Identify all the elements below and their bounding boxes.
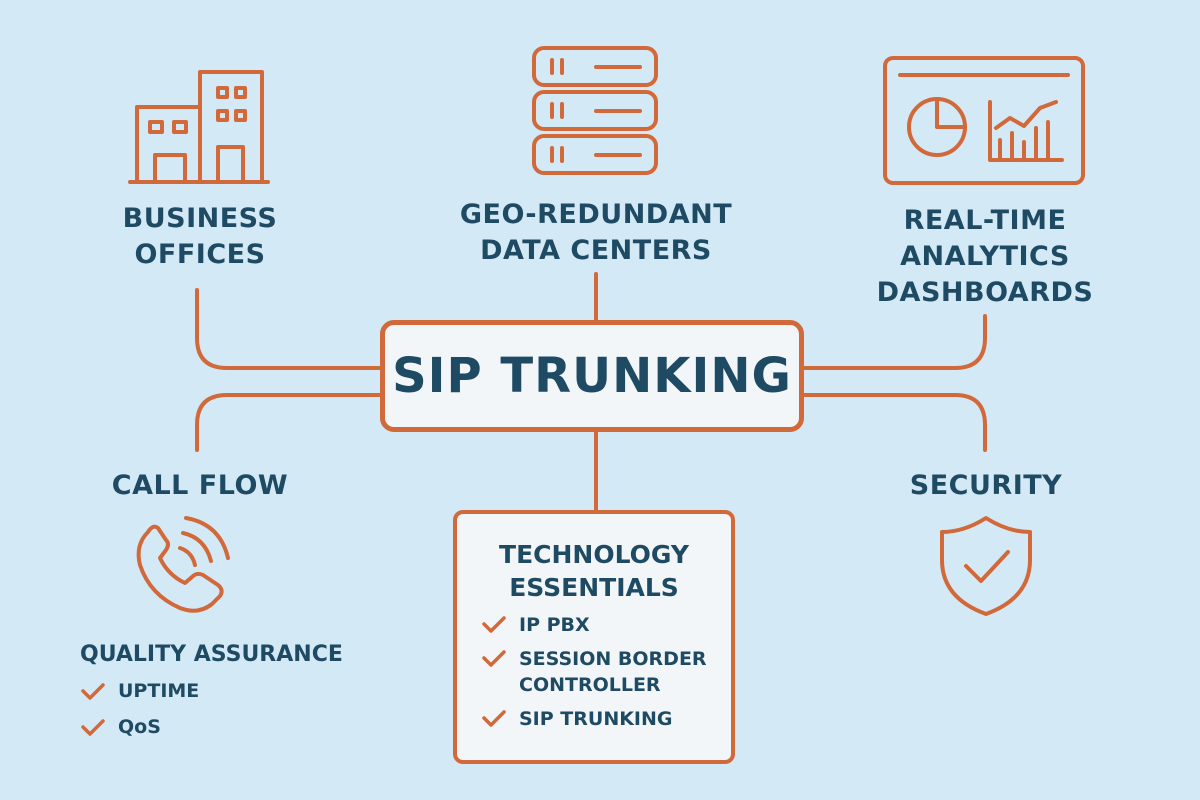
- item-text: QoS: [118, 716, 161, 738]
- business-offices-label: BUSINESS OFFICES: [100, 201, 300, 273]
- title-line: TECHNOLOGY: [499, 540, 689, 569]
- list-item: UPTIME: [80, 678, 343, 704]
- technology-essentials-title: TECHNOLOGY ESSENTIALS: [457, 538, 731, 604]
- label-line: BUSINESS: [122, 203, 278, 234]
- item-text: SIP TRUNKING: [519, 708, 673, 730]
- server-stack-icon: [532, 46, 658, 175]
- list-item: SIP TRUNKING: [481, 706, 731, 732]
- data-centers-label: GEO-REDUNDANT DATA CENTERS: [446, 197, 746, 269]
- connector-analytics: [802, 314, 987, 370]
- phone-ringing-icon: [136, 516, 230, 613]
- list-item: QoS: [80, 714, 343, 740]
- quality-assurance: QUALITY ASSURANCE UPTIME QoS: [80, 640, 343, 750]
- connector-call-flow: [195, 393, 382, 452]
- connector-security: [802, 393, 987, 452]
- technology-essentials-box: TECHNOLOGY ESSENTIALS IP PBX SESSION BOR…: [453, 510, 735, 764]
- analytics-label: REAL-TIME ANALYTICS DASHBOARDS: [870, 203, 1100, 311]
- label-line: DASHBOARDS: [876, 277, 1094, 308]
- item-text: IP PBX: [519, 614, 590, 636]
- dashboard-icon: [883, 56, 1085, 185]
- label-line: OFFICES: [134, 239, 266, 270]
- checkmark-icon: [482, 710, 506, 727]
- building-icon: [128, 70, 270, 184]
- item-line: CONTROLLER: [519, 674, 661, 696]
- checkmark-icon: [81, 683, 105, 700]
- center-node: SIP TRUNKING: [380, 320, 804, 432]
- item-line: SESSION BORDER: [519, 648, 707, 670]
- shield-check-icon: [940, 516, 1032, 616]
- item-text: SESSION BORDER CONTROLLER: [519, 646, 707, 698]
- label-line: REAL-TIME: [903, 205, 1067, 236]
- quality-assurance-title: QUALITY ASSURANCE: [80, 642, 343, 667]
- checkmark-icon: [482, 616, 506, 633]
- center-title: SIP TRUNKING: [392, 348, 792, 404]
- checkmark-icon: [81, 719, 105, 736]
- item-text: UPTIME: [118, 680, 200, 702]
- connector-business-offices: [195, 288, 382, 370]
- label-line: ANALYTICS: [900, 241, 1070, 272]
- label-line: GEO-REDUNDANT: [459, 199, 733, 230]
- title-line: ESSENTIALS: [509, 573, 679, 602]
- call-flow-label: CALL FLOW: [111, 470, 289, 501]
- checkmark-icon: [482, 650, 506, 667]
- list-item: IP PBX: [481, 612, 731, 638]
- label-line: DATA CENTERS: [480, 235, 712, 266]
- list-item: SESSION BORDER CONTROLLER: [481, 646, 731, 698]
- security-label: SECURITY: [909, 470, 1063, 501]
